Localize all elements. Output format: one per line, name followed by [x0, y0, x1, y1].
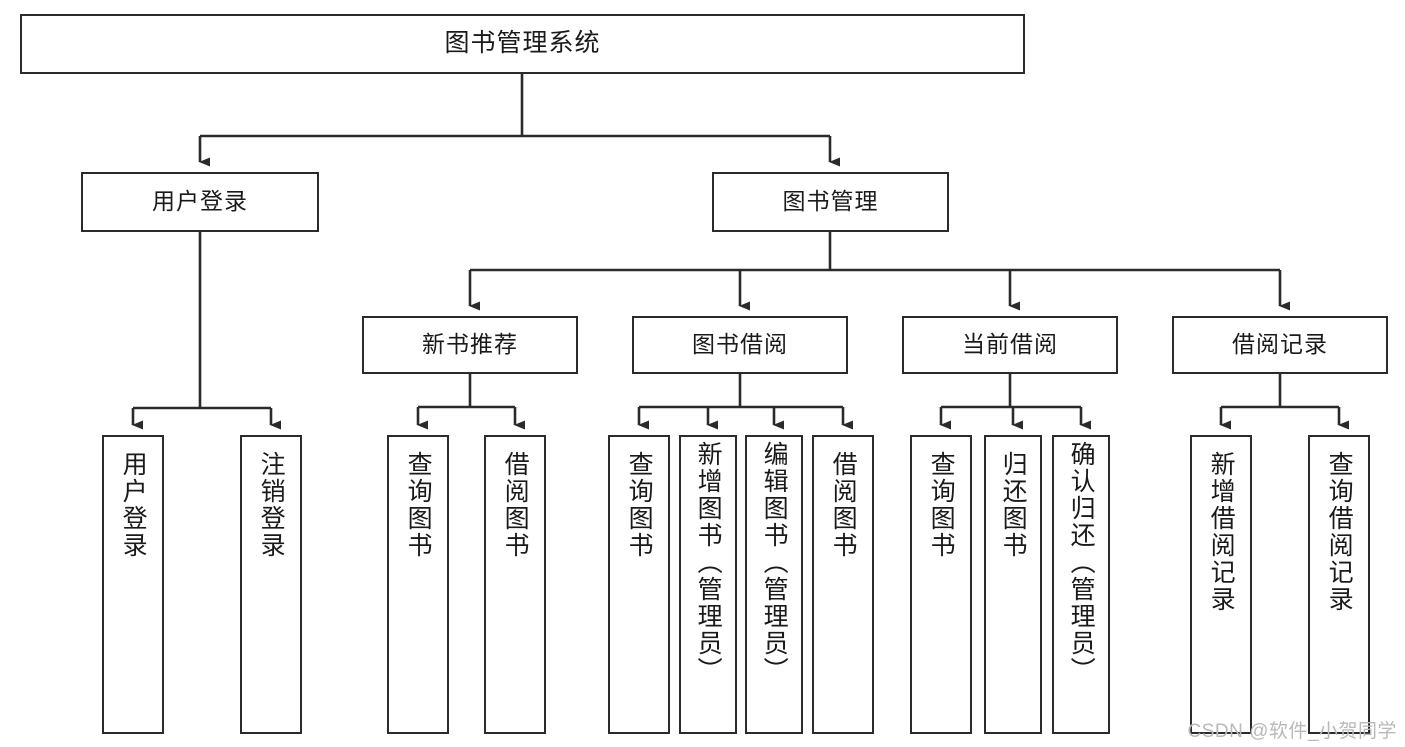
- node-label: 用户登录: [119, 451, 148, 559]
- leaf-return-book[interactable]: 归还图书: [984, 435, 1042, 734]
- node-label: 查询图书: [927, 451, 956, 559]
- node-label: 归还图书: [999, 451, 1028, 559]
- node-label: 用户登录: [152, 188, 248, 215]
- node-label: 图书管理: [782, 188, 879, 215]
- watermark-text: CSDN @软件_小贺同学: [1187, 721, 1397, 742]
- leaf-query-record[interactable]: 查询借阅记录: [1308, 435, 1370, 734]
- node-label: 注销登录: [257, 451, 286, 559]
- leaf-logout[interactable]: 注销登录: [240, 435, 302, 734]
- node-book-borrow[interactable]: 图书借阅: [632, 316, 848, 374]
- leaf-query-book-borrow[interactable]: 查询图书: [608, 435, 670, 734]
- node-new-book-rec[interactable]: 新书推荐: [362, 316, 578, 374]
- node-label: 新增借阅记录: [1207, 451, 1236, 613]
- node-user-login[interactable]: 用户登录: [81, 172, 319, 232]
- leaf-borrow-book-rec[interactable]: 借阅图书: [484, 435, 546, 734]
- node-borrow-record[interactable]: 借阅记录: [1172, 316, 1388, 374]
- node-label: 当前借阅: [962, 331, 1058, 358]
- leaf-edit-book[interactable]: 编辑图书（管理员）: [745, 435, 803, 734]
- leaf-add-book[interactable]: 新增图书（管理员）: [679, 435, 737, 734]
- node-label: 查询图书: [625, 451, 654, 559]
- node-label: 图书管理系统: [444, 29, 601, 58]
- node-label: 借阅记录: [1232, 331, 1328, 358]
- node-book-manage[interactable]: 图书管理: [712, 172, 949, 232]
- node-label: 新书推荐: [422, 331, 518, 358]
- leaf-borrow-book[interactable]: 借阅图书: [812, 435, 874, 734]
- node-label: 新增图书（管理员）: [694, 441, 723, 684]
- node-label: 编辑图书（管理员）: [760, 441, 789, 684]
- node-label: 图书借阅: [692, 331, 788, 358]
- leaf-user-login[interactable]: 用户登录: [102, 435, 164, 734]
- node-root-system[interactable]: 图书管理系统: [20, 14, 1025, 74]
- node-label: 借阅图书: [829, 451, 858, 559]
- leaf-query-book-rec[interactable]: 查询图书: [387, 435, 449, 734]
- leaf-confirm-return[interactable]: 确认归还（管理员）: [1052, 435, 1110, 734]
- leaf-query-book-current[interactable]: 查询图书: [910, 435, 972, 734]
- node-current-borrow[interactable]: 当前借阅: [902, 316, 1118, 374]
- node-label: 查询借阅记录: [1325, 451, 1354, 613]
- node-label: 查询图书: [404, 451, 433, 559]
- node-label: 确认归还（管理员）: [1067, 441, 1096, 684]
- node-label: 借阅图书: [501, 451, 530, 559]
- leaf-add-record[interactable]: 新增借阅记录: [1190, 435, 1252, 734]
